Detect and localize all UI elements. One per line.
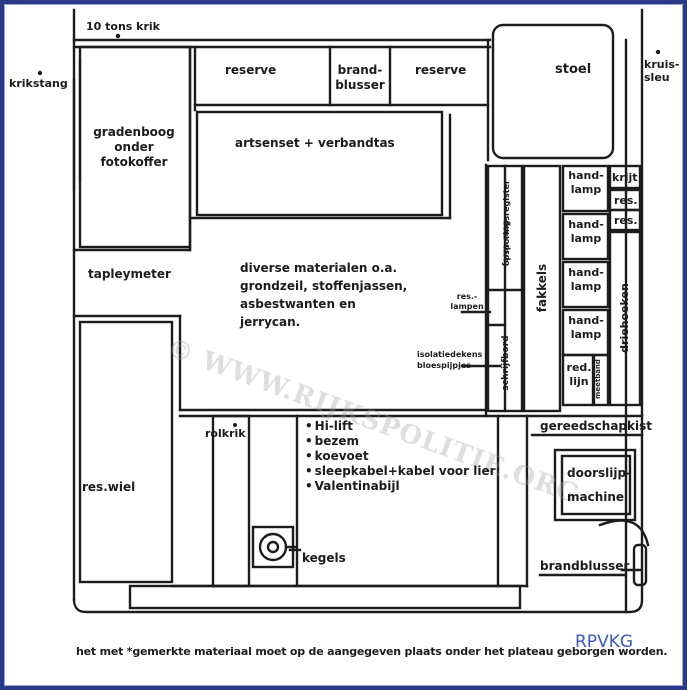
label-res-lampen: res.- lampen — [450, 292, 484, 311]
compartment-reserve-2: reserve — [415, 63, 467, 77]
compartment-fakkels: fakkels — [535, 263, 549, 313]
compartment-handlamp-2: hand- lamp — [568, 218, 604, 245]
label-isolatiedekens: isolatiedekens bloespijpjes — [417, 350, 483, 370]
marked-item: •koevoet — [305, 449, 369, 463]
compartment-brandblusser-bottom: brandblusser — [540, 559, 630, 573]
compartment-doorslijpmachine: doorslijp- machine — [567, 466, 632, 504]
compartment-artsenset: artsenset + verbandtas — [235, 136, 395, 150]
compartment-handlamp-4: hand- lamp — [568, 314, 604, 341]
compartment-brandblusser-top: brand- blusser — [335, 63, 385, 92]
compartment-gradenboog: gradenboog onder fotokoffer — [93, 125, 175, 169]
marked-item: •bezem — [305, 434, 360, 448]
compartment-reserve-1: reserve — [225, 63, 277, 77]
compartment-krijt: krijt — [612, 171, 638, 184]
compartment-handlamp-3: hand- lamp — [568, 266, 604, 293]
compartment-red-lijn: red. lijn — [566, 361, 592, 388]
compartment-gereedschapkist: gereedschapkist — [540, 419, 652, 433]
rpvkg-stamp: RPVKG — [575, 632, 634, 652]
marked-item: •Hi-lift — [305, 419, 353, 433]
compartment-res-2: res. — [614, 214, 638, 227]
marked-item: •Valentinabijl — [305, 479, 400, 493]
compartment-form-map: form. map — [501, 219, 510, 267]
marked-items-list: •Hi-lift •bezem •koevoet •sleepkabel+kab… — [305, 419, 496, 494]
compartment-res-1: res. — [614, 194, 638, 207]
label-rolkrik: rolkrik — [205, 427, 246, 440]
label-10-tons-krik: 10 tons krik — [86, 20, 160, 33]
compartment-res-wiel: res.wiel — [82, 480, 136, 494]
footer-note: het met *gemerkte materiaal moet op de a… — [76, 645, 668, 658]
label-kruissleutel: kruis- sleu — [644, 58, 680, 84]
label-kegels: kegels — [302, 551, 346, 565]
compartment-stoel: stoel — [555, 62, 592, 77]
compartment-handlamp-1: hand- lamp — [568, 169, 604, 196]
compartment-tapleymeter: tapleymeter — [88, 267, 171, 281]
compartment-driehoeken: driehoeken — [618, 283, 631, 353]
marked-item: •sleepkabel+kabel voor lier — [305, 464, 496, 478]
compartment-diverse-materialen: diverse materialen o.a. grondzeil, stoff… — [240, 261, 408, 329]
label-krikstang: krikstang — [9, 77, 68, 90]
